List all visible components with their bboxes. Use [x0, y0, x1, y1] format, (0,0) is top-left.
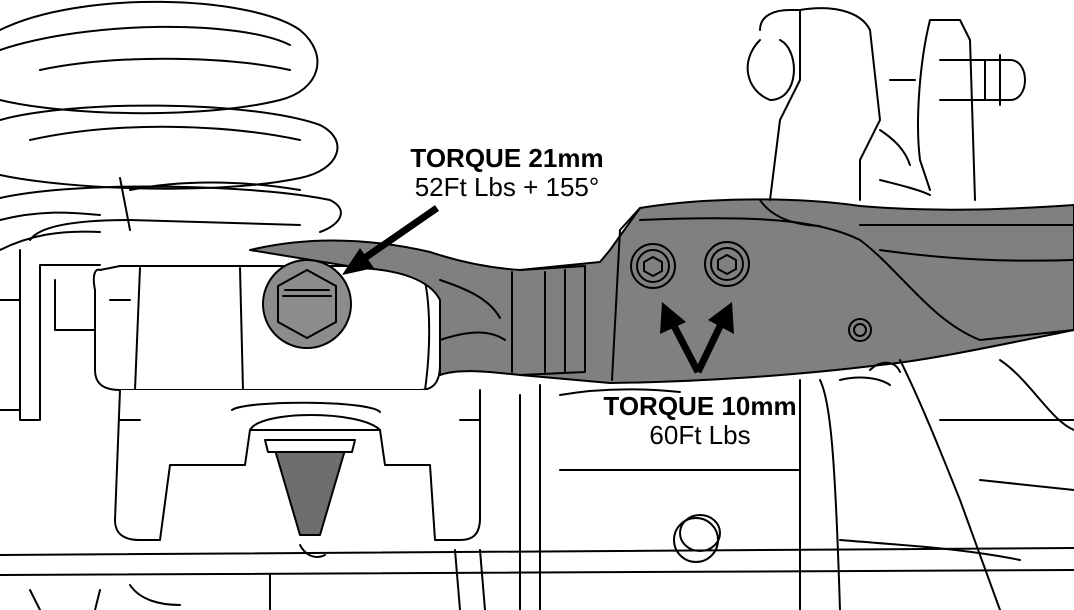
coil-spring — [0, 0, 342, 251]
torque-21mm-callout: TORQUE 21mm 52Ft Lbs + 155° — [362, 143, 652, 203]
torque-10mm-callout: TORQUE 10mm 60Ft Lbs — [560, 391, 840, 451]
wedge-block — [274, 449, 346, 536]
arrows-10mm — [660, 302, 734, 374]
steering-knuckle — [746, 7, 1026, 201]
torque-10mm-spec: 60Ft Lbs — [649, 420, 751, 451]
differential-housing — [519, 359, 1074, 610]
lower-mount-bracket — [92, 265, 481, 541]
torque-10mm-title: TORQUE 10mm — [603, 391, 797, 421]
frame-rail — [0, 544, 1074, 610]
small-fastener — [848, 318, 872, 342]
arrow-21mm — [342, 205, 439, 275]
bolt-21mm — [262, 259, 352, 349]
torque-21mm-spec: 52Ft Lbs + 155° — [414, 172, 600, 203]
bolt-10mm-left — [630, 243, 676, 289]
bolt-10mm-right — [704, 241, 750, 287]
spring-seat-bracket — [0, 219, 301, 421]
torque-21mm-title: TORQUE 21mm — [410, 143, 604, 173]
